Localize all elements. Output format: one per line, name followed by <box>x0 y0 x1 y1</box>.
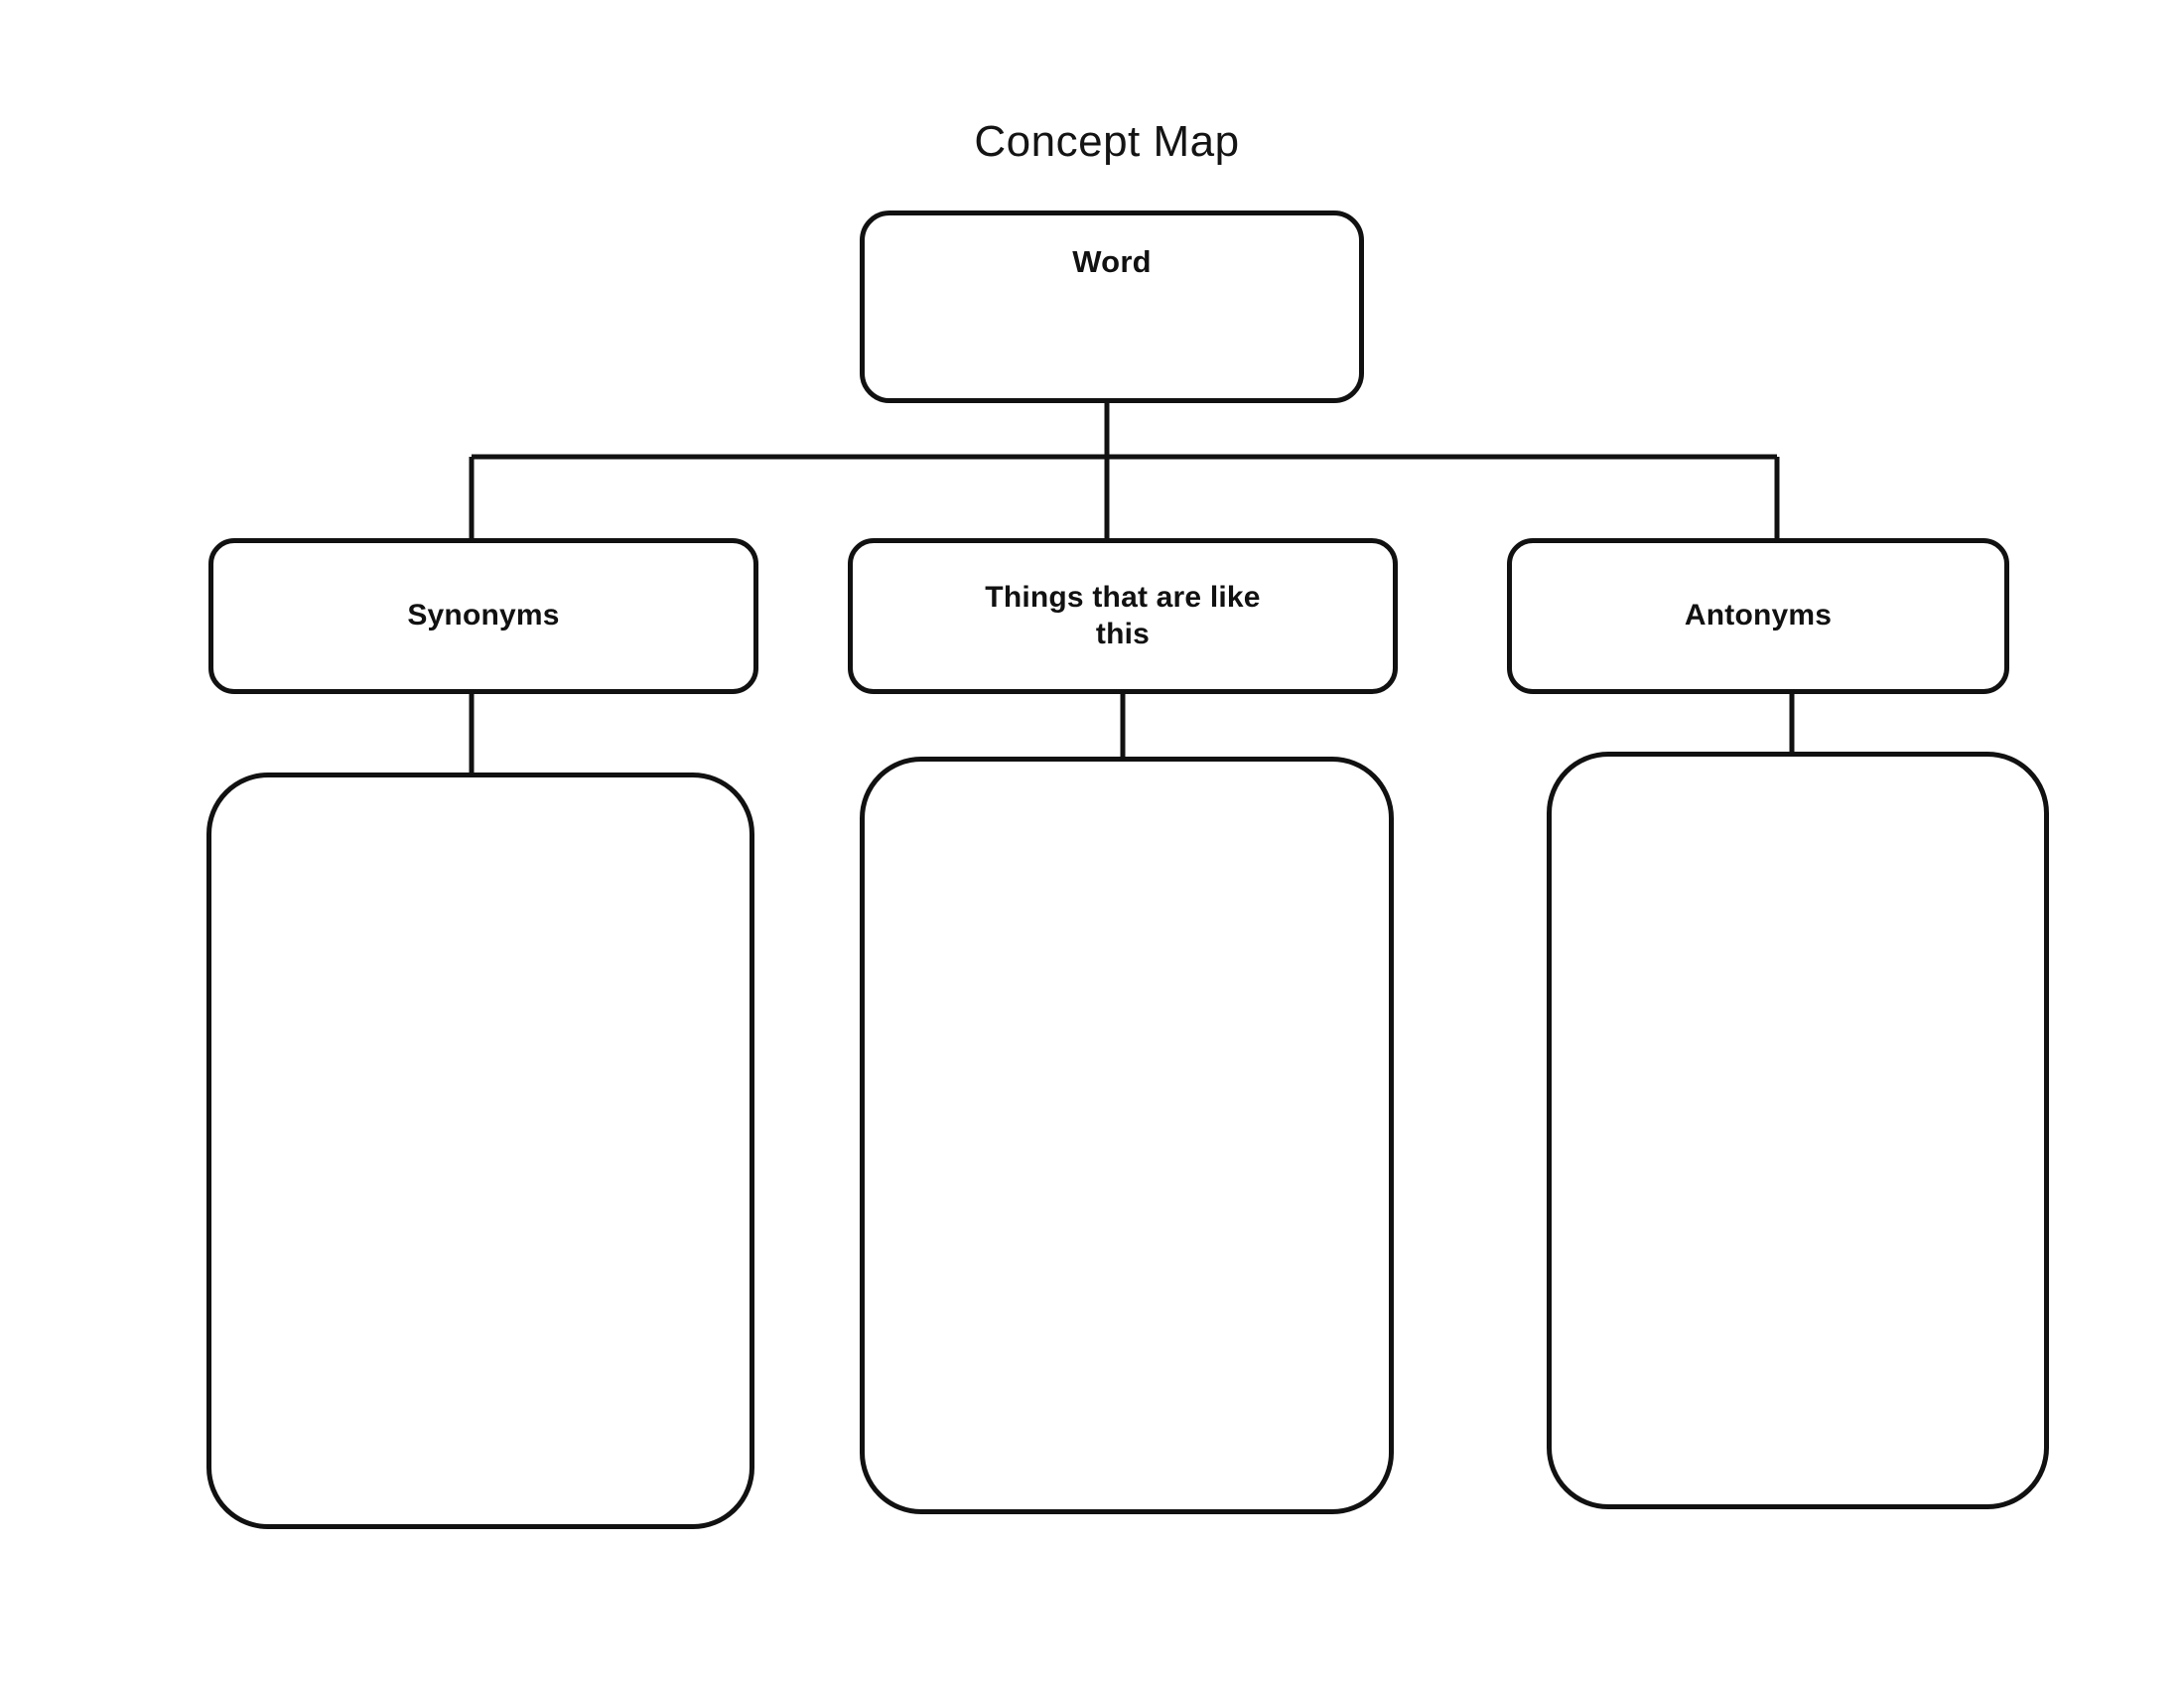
answer-area-antonyms[interactable] <box>1547 752 2049 1509</box>
answer-area-things-that-are-like-this[interactable] <box>860 757 1394 1514</box>
node-antonyms[interactable]: Antonyms <box>1507 538 2009 694</box>
node-things-that-are-like-this[interactable]: Things that are like this <box>848 538 1398 694</box>
node-synonyms[interactable]: Synonyms <box>208 538 758 694</box>
node-antonyms-label: Antonyms <box>1684 599 1833 633</box>
node-synonyms-label: Synonyms <box>407 599 560 633</box>
page-title: Concept Map <box>974 117 1240 166</box>
node-word-label: Word <box>1072 244 1152 279</box>
node-things-that-are-like-this-label: Things that are like this <box>985 580 1261 650</box>
node-word[interactable]: Word <box>860 211 1364 403</box>
answer-area-synonyms[interactable] <box>206 773 754 1529</box>
